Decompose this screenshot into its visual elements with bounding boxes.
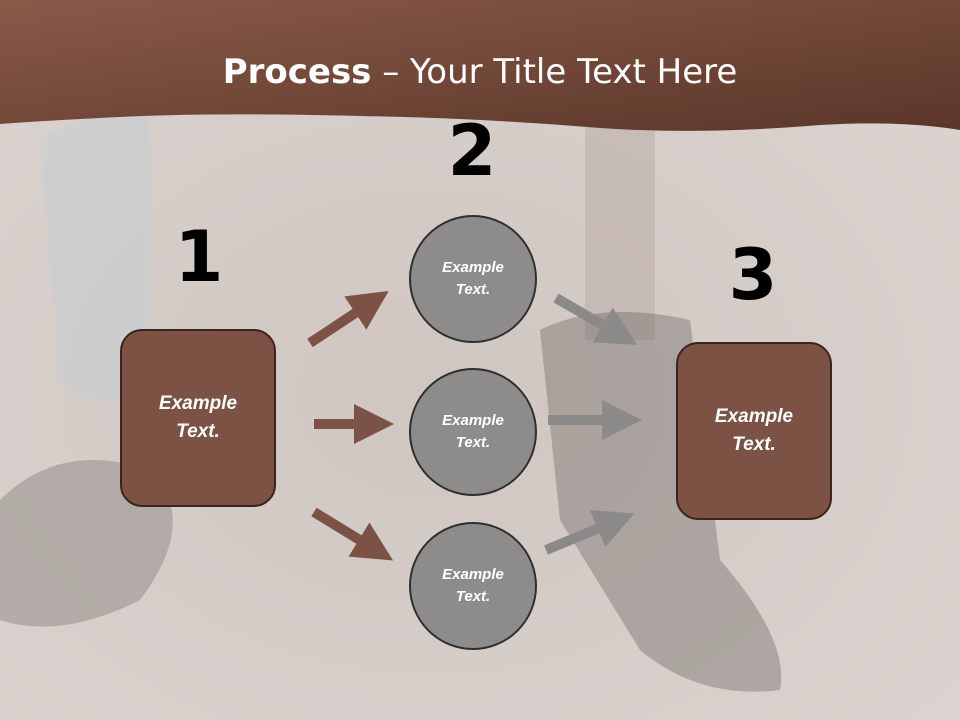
arrow-bottom-to-right: [544, 510, 635, 555]
left-process-box: Example Text.: [120, 329, 276, 507]
circle-top: Example Text.: [409, 215, 537, 343]
title-bold: Process: [222, 52, 372, 92]
step-number-3: 3: [728, 234, 778, 316]
right-box-label: Example Text.: [714, 405, 794, 456]
circle-top-label: Example Text.: [442, 258, 504, 299]
arrow-to-top-circle: [307, 290, 389, 348]
arrow-to-bottom-circle: [311, 507, 394, 561]
arrow-top-to-right: [553, 293, 638, 346]
circle-bottom: Example Text.: [409, 522, 537, 650]
title-rest: – Your Title Text Here: [371, 52, 738, 92]
circle-middle: Example Text.: [409, 368, 537, 496]
circle-middle-label: Example Text.: [442, 411, 504, 452]
step-number-1: 1: [174, 216, 224, 298]
step-number-2: 2: [447, 110, 497, 192]
right-process-box: Example Text.: [676, 342, 832, 520]
slide-title: Process – Your Title Text Here: [0, 52, 960, 92]
circle-bottom-label: Example Text.: [442, 565, 504, 606]
header-band: [0, 0, 960, 131]
left-box-label: Example Text.: [158, 392, 238, 443]
